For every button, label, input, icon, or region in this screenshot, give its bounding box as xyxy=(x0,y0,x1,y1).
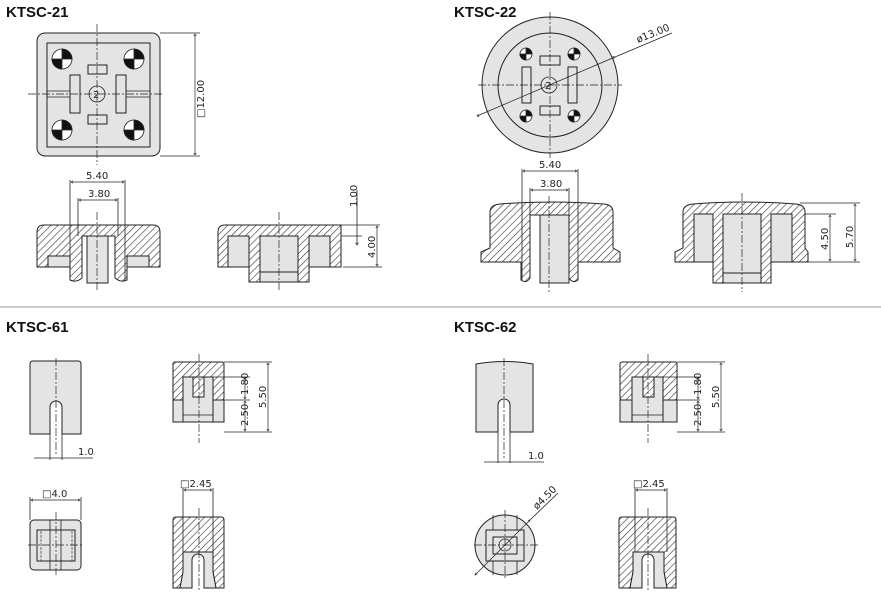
part-ktsc-61: KTSC-61 1.0 1.80 2.50 5.50 xyxy=(6,319,272,592)
dim-height: 5.50 xyxy=(258,386,269,408)
dim-slot: 1.0 xyxy=(78,447,94,458)
bore-section-view: □2.45 xyxy=(172,479,225,592)
bottom-view: □4.0 xyxy=(28,489,84,575)
dim-inner: 3.80 xyxy=(540,179,562,190)
section-view-1: 5.40 3.80 xyxy=(480,160,621,292)
dim-diameter: ø13.00 xyxy=(635,23,671,46)
dim-inner: 3.80 xyxy=(88,189,110,200)
dim-upper: 1.80 xyxy=(240,373,251,395)
dim-bore: □2.45 xyxy=(180,479,212,490)
dim-outer: 5.40 xyxy=(86,171,108,182)
dim-slot: 1.0 xyxy=(528,451,544,462)
bore-section-view: □2.45 xyxy=(618,479,677,592)
dim-outer: 5.40 xyxy=(539,160,561,171)
section-view-2: 1.00 4.00 xyxy=(217,185,382,292)
quarter-circle-marks xyxy=(51,48,145,141)
section-view: 1.80 2.50 5.50 xyxy=(172,354,272,443)
dim-square: □12.00 xyxy=(196,80,207,118)
dim-height: 5.70 xyxy=(845,226,856,248)
top-view: 2 □12.00 xyxy=(28,24,207,165)
dim-upper: 1.80 xyxy=(693,373,704,395)
dim-square: □4.0 xyxy=(42,489,67,500)
top-view: 2 ø13.00 xyxy=(477,12,673,158)
dim-diameter: ø4.50 xyxy=(531,484,559,512)
dim-lower: 2.50 xyxy=(240,404,251,426)
dim-bore: □2.45 xyxy=(633,479,665,490)
part-ktsc-62: KTSC-62 1.0 1.80 2.50 5.50 xyxy=(454,319,725,592)
part-title: KTSC-62 xyxy=(454,319,517,336)
dim-top: 1.00 xyxy=(349,185,360,207)
part-title: KTSC-61 xyxy=(6,319,69,336)
section-view-2: 4.50 5.70 xyxy=(674,193,860,292)
dim-height: 5.50 xyxy=(711,386,722,408)
part-ktsc-21: KTSC-21 2 □12.00 xyxy=(6,4,382,292)
section-view-1: 5.40 3.80 xyxy=(36,171,161,292)
part-title: KTSC-22 xyxy=(454,4,517,21)
dim-height: 4.00 xyxy=(367,236,378,258)
dim-lower: 2.50 xyxy=(693,404,704,426)
center-mark: 2 xyxy=(93,90,99,101)
side-view: 1.0 xyxy=(475,358,544,463)
section-view: 1.80 2.50 5.50 xyxy=(619,354,725,443)
part-title: KTSC-21 xyxy=(6,4,69,21)
dim-inner-height: 4.50 xyxy=(820,228,831,250)
bottom-view: ø4.50 xyxy=(474,484,559,580)
side-view: 1.0 xyxy=(29,358,94,460)
part-ktsc-22: KTSC-22 2 ø13.00 5.40 xyxy=(454,4,860,292)
